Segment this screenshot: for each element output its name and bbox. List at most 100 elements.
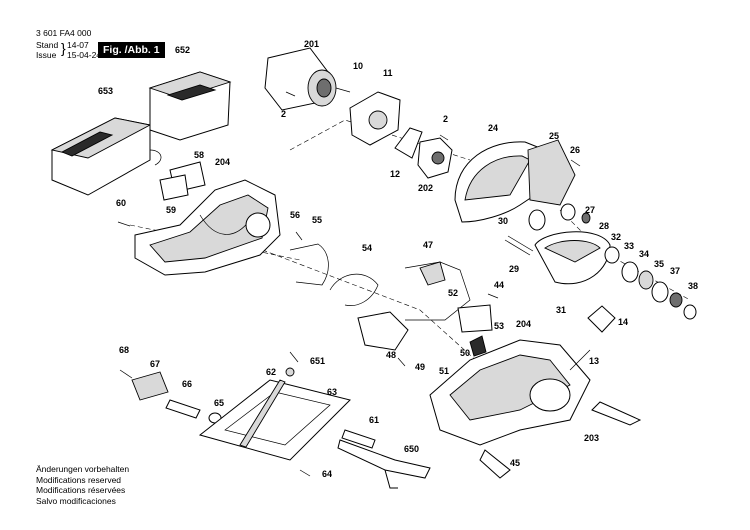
part-label: 652 [175,45,190,55]
part-label: 34 [639,249,649,259]
part-label: 2 [281,109,286,119]
part-label: 203 [584,433,599,443]
screw-26 [570,159,581,167]
part-label: 651 [310,356,325,366]
spindle-203 [591,401,642,426]
note-en: Modifications reserved [36,474,122,485]
part-label: 68 [119,345,129,355]
part-label: 25 [549,131,559,141]
part-label: 45 [510,458,520,468]
motor-201 [264,47,351,111]
part-label: 60 [116,198,126,208]
stand-value: 14-07 [67,40,89,50]
part-label: 204 [516,319,531,329]
part-label: 44 [494,280,504,290]
part-label: 29 [509,264,519,274]
part-label: 201 [304,39,319,49]
part-label: 54 [362,243,372,253]
part-label: 67 [150,359,160,369]
part-label: 30 [498,216,508,226]
note-fr: Modifications réservées [36,485,126,495]
part-number: 3 601 FA4 000 [36,28,92,38]
part-label: 653 [98,86,113,96]
part-label: 13 [589,356,599,366]
screw-64 [299,469,311,477]
base-plate-63 [198,379,351,461]
screw-56 [295,231,303,241]
part-label: 63 [327,387,337,397]
note-es: Salvo modificaciones [36,495,116,506]
part-label: 51 [439,366,449,376]
screw-44 [487,293,499,299]
part-label: 12 [390,169,400,179]
part-label: 26 [570,145,580,155]
part-label: 49 [415,362,425,372]
battery-652 [148,71,232,141]
part-label: 2 [443,114,448,124]
screw-2a [285,91,296,97]
guard-mount-25 [527,139,576,206]
wrench-45 [479,449,511,479]
lock-53 [457,304,493,333]
part-label: 52 [448,288,458,298]
screw-2b [439,134,449,141]
clip-55 [289,243,329,286]
part-label: 62 [266,367,276,377]
part-label: 11 [383,68,393,78]
blade-guard-24 [454,141,551,223]
part-label: 33 [624,241,634,251]
lever-67 [131,371,169,401]
part-label: 65 [214,398,224,408]
part-label: 64 [322,469,332,479]
rip-fence-650 [337,439,431,489]
part-label: 37 [670,266,680,276]
part-label: 202 [418,183,433,193]
modification-notes: Änderungen vorbehalten Modifications res… [36,464,129,506]
gasket-12 [394,127,423,159]
spring-13 [569,349,591,371]
screw-49 [397,357,406,367]
pin-61 [341,429,376,449]
part-label: 56 [290,210,300,220]
charger-653 [50,117,162,196]
part-50 [469,335,487,357]
issue-label: Issue [36,50,57,60]
part-label: 650 [404,444,419,454]
part-label: 24 [488,123,498,133]
part-label: 10 [353,61,363,71]
issue-value: 15-04-24 [67,50,102,60]
part-label: 55 [312,215,322,225]
part-label: 14 [618,317,628,327]
gearbox-202 [417,137,453,179]
screw-68 [119,369,133,379]
part-label: 50 [460,348,470,358]
part-label: 27 [585,205,595,215]
label-plate-59 [159,174,189,201]
housing-half-left-204 [134,179,281,276]
stand-label: Stand [36,40,59,50]
part-label: 66 [182,379,192,389]
note-de: Änderungen vorbehalten [36,464,130,474]
part-label: 38 [688,281,698,291]
part-label: 61 [369,415,379,425]
pin-66 [165,399,201,419]
part-labels: 201 10 11 652 653 2 2 24 25 26 12 202 58… [98,39,698,479]
handle-14 [587,305,616,333]
bearing-flange-11 [349,91,401,146]
lower-guard-31 [534,231,611,285]
part-label: 204 [215,157,230,167]
part-label: 53 [494,321,504,331]
switch-electronics-47 [404,261,471,321]
part-label: 59 [166,205,176,215]
part-label: 31 [556,305,566,315]
part-label: 58 [194,150,204,160]
figure-label: Fig. /Abb. 1 [98,42,165,58]
screw-62 [285,367,295,377]
washer-stack [528,203,697,320]
housing-half-right-204 [429,339,591,446]
part-label: 28 [599,221,609,231]
part-label: 48 [386,350,396,360]
part-label: 32 [611,232,621,242]
part-label: 35 [654,259,664,269]
